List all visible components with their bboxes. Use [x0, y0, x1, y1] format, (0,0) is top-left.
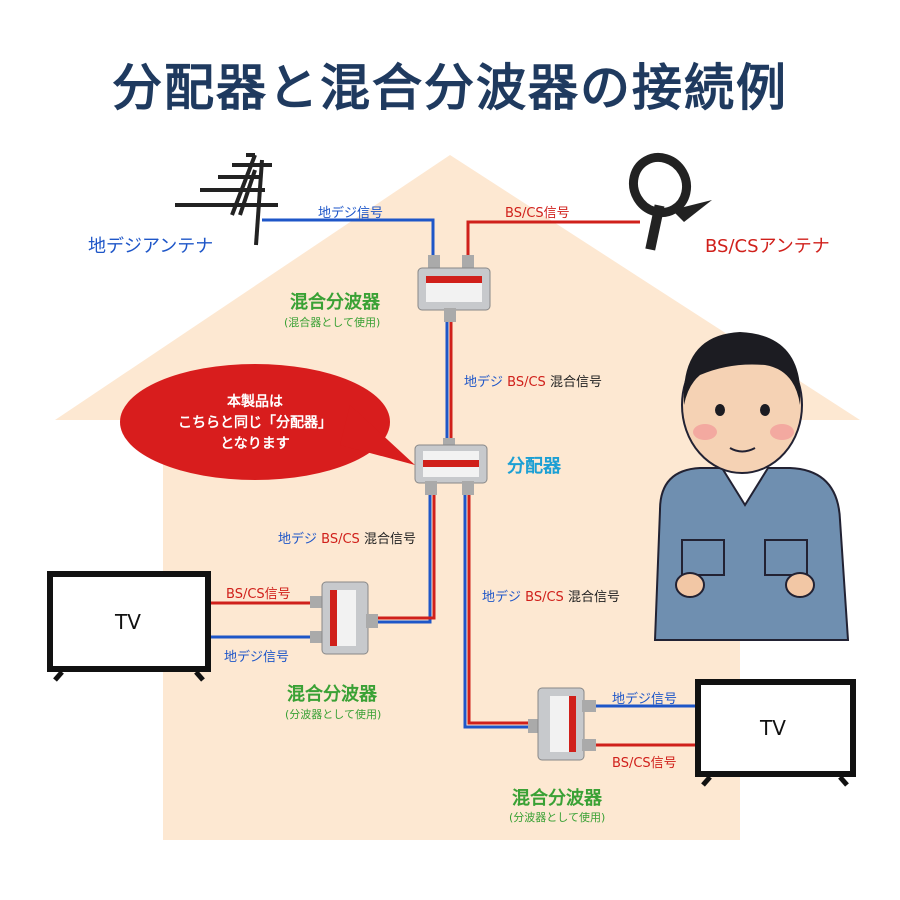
tv-right-icon [695, 679, 856, 787]
wire-bscs-top [466, 220, 640, 262]
mixer-left-note: (分波器として使用) [285, 708, 382, 721]
bscs-antenna-label: BS/CSアンテナ [705, 236, 830, 257]
mixer-device-top [417, 255, 491, 322]
mixer-top-name: 混合分波器 [290, 292, 380, 313]
signal-label-chidigi-left: 地デジ信号 [224, 650, 290, 665]
mixer-top-note: (混合器として使用) [284, 316, 381, 329]
mixed-signal-label-2: 地デジ BS/CS 混合信号 [278, 528, 416, 547]
terrestrial-antenna-icon [175, 153, 278, 246]
signal-label-chidigi-top: 地デジ信号 [318, 206, 384, 221]
worker-person-icon [653, 332, 850, 641]
mixer-left-name: 混合分波器 [287, 684, 377, 705]
wire-chidigi-top [262, 218, 435, 262]
bubble-line-2: こちらと同じ「分配器」 [178, 415, 332, 431]
mixer-device-left [310, 581, 378, 655]
mixer-right-note: (分波器として使用) [509, 811, 606, 824]
mixed-label-bscs-2: BS/CS [321, 532, 360, 547]
splitter-name: 分配器 [507, 456, 561, 477]
mixer-right-name: 混合分波器 [512, 788, 602, 809]
mixed-label-chidigi-1: 地デジ [464, 375, 504, 390]
satellite-dish-icon [628, 152, 712, 251]
speech-bubble [120, 364, 415, 480]
tv-right-label: TV [760, 716, 786, 740]
signal-label-bscs-right: BS/CS信号 [612, 756, 677, 771]
terrestrial-antenna-label: 地デジアンテナ [88, 236, 214, 257]
splitter-device [414, 438, 488, 495]
mixed-label-chidigi-3: 地デジ [482, 590, 522, 605]
mixed-label-bscs-3: BS/CS [525, 590, 564, 605]
house-shape [55, 155, 860, 840]
mixed-label-chidigi-2: 地デジ [278, 532, 318, 547]
signal-label-bscs-top: BS/CS信号 [505, 206, 570, 221]
tv-left-icon [47, 571, 211, 682]
bubble-text: 本製品は こちらと同じ「分配器」 となります [150, 392, 360, 455]
mixed-label-mixed-1: 混合信号 [549, 375, 602, 390]
bubble-line-3: となります [220, 436, 290, 452]
page-title: 分配器と混合分波器の接続例 [112, 59, 788, 117]
tv-left-label: TV [115, 610, 141, 634]
signal-label-chidigi-right: 地デジ信号 [612, 692, 678, 707]
mixer-device-right [528, 687, 596, 761]
bubble-line-1: 本製品は [227, 394, 283, 410]
mixed-signal-label-1: 地デジ BS/CS 混合信号 [464, 371, 602, 390]
signal-label-bscs-left: BS/CS信号 [226, 587, 291, 602]
mixed-label-mixed-3: 混合信号 [567, 590, 620, 605]
mixed-label-bscs-1: BS/CS [507, 375, 546, 390]
mixed-label-mixed-2: 混合信号 [363, 532, 416, 547]
mixed-signal-label-3: 地デジ BS/CS 混合信号 [482, 586, 620, 605]
